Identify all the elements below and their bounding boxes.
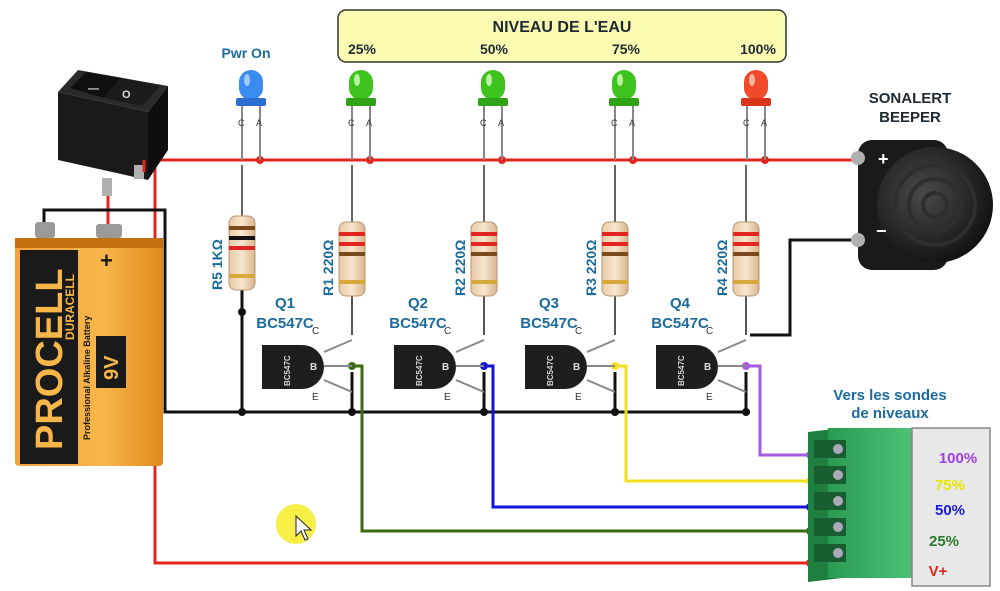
transistor-q3-model: BC547C [520, 315, 578, 332]
buzzer-minus-wire [750, 238, 858, 337]
led-100 [741, 70, 771, 160]
sensor-labels-panel: 100% 75% 50% 25% V+ [911, 427, 991, 587]
resistor-label-r1: R1 220Ω [320, 240, 336, 296]
switch-off-mark: O [122, 89, 131, 101]
led-pin-labels: C A C A C A C A C A [238, 118, 767, 128]
led-25 [346, 70, 376, 160]
svg-text:C: C [348, 118, 355, 128]
sensors-title-line1: Vers les sondes [833, 387, 946, 404]
battery-minus-wire [42, 208, 750, 414]
svg-text:B: B [442, 362, 449, 373]
mouse-cursor [276, 504, 316, 544]
svg-text:B: B [704, 362, 711, 373]
beeper-title-line1: SONALERT [869, 90, 952, 107]
battery-voltage: 9V [101, 355, 123, 380]
battery-9v: PROCELL DURACELL Professional Alkaline B… [15, 222, 163, 466]
resistor-label-r2: R2 220Ω [452, 240, 468, 296]
svg-text:A: A [629, 118, 635, 128]
svg-text:C: C [238, 118, 245, 128]
svg-text:C: C [575, 326, 582, 337]
sonalert-beeper: + − [851, 140, 993, 270]
svg-text:A: A [366, 118, 372, 128]
svg-text:A: A [498, 118, 504, 128]
terminal-block [808, 428, 912, 582]
svg-text:C: C [480, 118, 487, 128]
svg-text:C: C [312, 326, 319, 337]
power-led-label: Pwr On [221, 45, 270, 61]
switch-on-mark: — [88, 83, 99, 95]
transistor-q2-model: BC547C [389, 315, 447, 332]
svg-text:BC547C: BC547C [677, 355, 686, 386]
resistor-label-r5: R5 1KΩ [209, 239, 225, 290]
svg-text:A: A [256, 118, 262, 128]
water-level-title-box: NIVEAU DE L'EAU 25% 50% 75% 100% [337, 9, 787, 63]
transistor-q1: Q1 BC547C BC547C B C E [256, 295, 353, 403]
battery-description: Professional Alkaline Battery [82, 316, 92, 440]
transistor-q3-name: Q3 [539, 295, 559, 312]
led-75 [609, 70, 639, 160]
beeper-minus-label: − [876, 221, 887, 241]
probe-100-wire [746, 364, 810, 457]
transistor-q1-model: BC547C [256, 315, 314, 332]
resistor-r5 [228, 215, 256, 291]
level-label-50: 50% [480, 41, 509, 57]
sensor-label-25: 25% [929, 533, 959, 550]
svg-text:C: C [743, 118, 750, 128]
water-level-title: NIVEAU DE L'EAU [493, 19, 632, 36]
sensor-label-100: 100% [939, 450, 977, 467]
svg-text:C: C [444, 326, 451, 337]
transistor-q3: Q3 BC547C BC547C B C E [520, 295, 616, 403]
svg-text:BC547C: BC547C [546, 355, 555, 386]
probe-50-wire [484, 364, 810, 509]
svg-text:C: C [611, 118, 618, 128]
led-power [236, 70, 266, 160]
resistor-label-r4: R4 220Ω [714, 240, 730, 296]
resistor-r2 [470, 221, 498, 297]
probe-75-wire [615, 364, 810, 483]
led-50 [478, 70, 508, 160]
transistor-q2: Q2 BC547C BC547C B C E [389, 295, 485, 403]
svg-text:E: E [444, 392, 451, 403]
beeper-title-line2: BEEPER [879, 109, 941, 126]
svg-text:E: E [706, 392, 713, 403]
transistor-q4: Q4 BC547C BC547C B C E [651, 295, 747, 403]
battery-plus-label: + [100, 248, 113, 273]
svg-text:B: B [573, 362, 580, 373]
transistor-q2-name: Q2 [408, 295, 428, 312]
svg-text:B: B [310, 362, 317, 373]
resistor-r1 [338, 221, 366, 297]
transistor-q1-name: Q1 [275, 295, 295, 312]
battery-brand: PROCELL [29, 268, 71, 450]
level-label-100: 100% [740, 41, 776, 57]
sensor-label-vplus: V+ [929, 563, 948, 580]
svg-text:BC547C: BC547C [415, 355, 424, 386]
beeper-plus-label: + [878, 149, 889, 169]
level-label-25: 25% [348, 41, 377, 57]
battery-subbrand: DURACELL [63, 274, 77, 340]
svg-text:BC547C: BC547C [283, 355, 292, 386]
rocker-switch: — O [58, 70, 168, 196]
level-label-75: 75% [612, 41, 641, 57]
sensor-label-75: 75% [935, 477, 965, 494]
transistor-q4-name: Q4 [670, 295, 691, 312]
resistor-r4 [732, 221, 760, 297]
sensor-label-50: 50% [935, 502, 965, 519]
transistor-q4-model: BC547C [651, 315, 709, 332]
svg-text:E: E [312, 392, 319, 403]
probe-25-wire [352, 364, 810, 533]
resistor-label-r3: R3 220Ω [583, 240, 599, 296]
svg-text:C: C [706, 326, 713, 337]
svg-text:A: A [761, 118, 767, 128]
sensors-title-line2: de niveaux [851, 405, 929, 422]
svg-text:E: E [575, 392, 582, 403]
resistor-r3 [601, 221, 629, 297]
